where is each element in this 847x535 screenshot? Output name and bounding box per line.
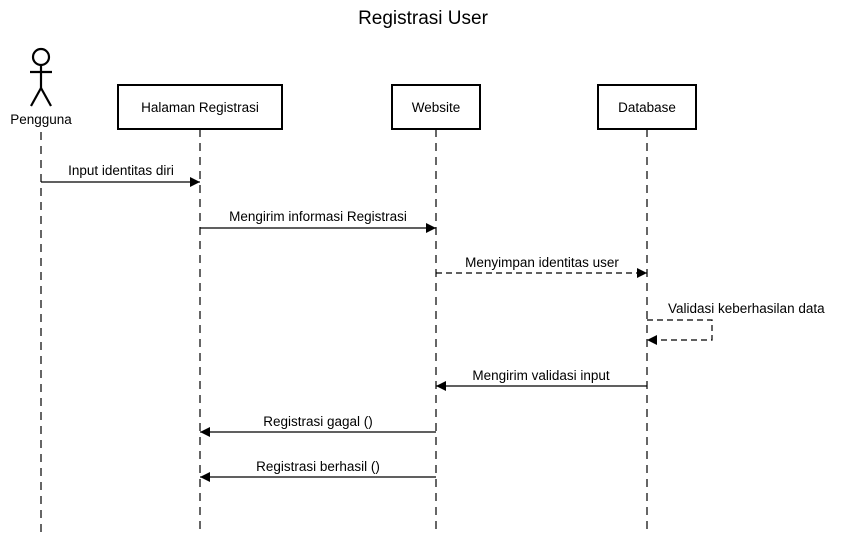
message-label: Mengirim validasi input [472, 368, 610, 383]
participant-website: Website [391, 84, 481, 130]
participant-halaman-registrasi: Halaman Registrasi [117, 84, 283, 130]
message-menyimpan-identitas-user: Menyimpan identitas user [436, 255, 647, 278]
actor-pengguna: Pengguna [10, 47, 72, 127]
diagram-title: Registrasi User [358, 8, 489, 29]
message-label: Registrasi gagal () [263, 414, 373, 429]
message-label: Validasi keberhasilan data [668, 301, 825, 316]
message-validasi-keberhasilan-data: Validasi keberhasilan data [647, 301, 825, 345]
message-label: Menyimpan identitas user [465, 255, 619, 270]
participant-label: Halaman Registrasi [141, 100, 259, 115]
participant-database: Database [597, 84, 697, 130]
message-input-identitas-diri: Input identitas diri [41, 163, 200, 187]
actor-label: Pengguna [10, 112, 72, 127]
message-label: Mengirim informasi Registrasi [229, 209, 407, 224]
person-icon [30, 47, 52, 107]
message-mengirim-validasi-input: Mengirim validasi input [436, 368, 647, 391]
message-registrasi-gagal: Registrasi gagal () [200, 414, 436, 437]
participant-label: Website [412, 100, 461, 115]
message-label: Input identitas diri [68, 163, 174, 178]
participant-label: Database [618, 100, 676, 115]
message-mengirim-informasi-registrasi: Mengirim informasi Registrasi [200, 209, 436, 233]
message-registrasi-berhasil: Registrasi berhasil () [200, 459, 436, 482]
message-label: Registrasi berhasil () [256, 459, 380, 474]
